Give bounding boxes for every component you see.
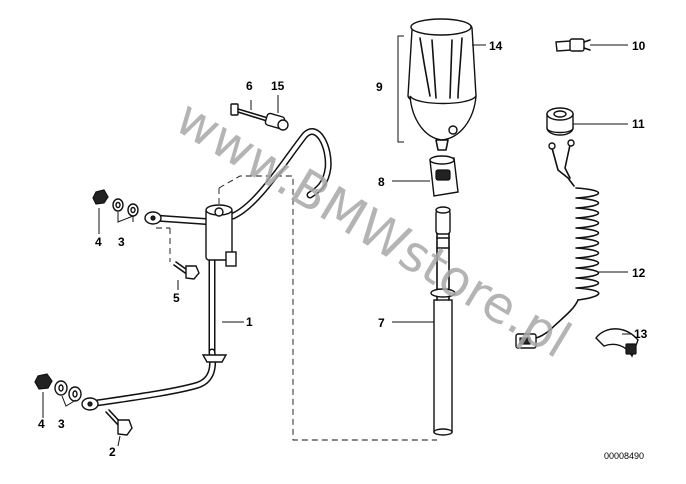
callout-15: 15 <box>271 79 285 93</box>
callout-3-lower: 3 <box>58 417 65 431</box>
callout-labels: 1 2 3 3 4 4 5 6 7 8 9 10 11 12 13 14 15 <box>38 39 648 459</box>
callout-2: 2 <box>109 445 116 459</box>
hex-nut-upper <box>92 189 109 205</box>
hex-bolt-5 <box>173 261 200 280</box>
hex-nut-lower <box>34 373 53 390</box>
washer-lower-a <box>54 380 68 396</box>
leader-lines <box>42 44 632 447</box>
washer-upper-a <box>112 198 124 212</box>
callout-14: 14 <box>489 39 503 53</box>
document-number: 00008490 <box>604 451 644 461</box>
callout-7: 7 <box>378 316 385 330</box>
support-bracket <box>81 128 332 411</box>
callout-4-lower: 4 <box>38 417 45 431</box>
callout-5: 5 <box>173 291 180 305</box>
bulb-10 <box>555 38 591 52</box>
callout-11: 11 <box>632 117 645 131</box>
callout-6: 6 <box>246 79 253 93</box>
mast-rod <box>430 206 456 436</box>
callout-1: 1 <box>246 315 253 329</box>
callout-4-upper: 4 <box>95 235 102 249</box>
rotating-beacon <box>407 18 477 151</box>
washer-lower-b <box>68 386 82 402</box>
callout-13: 13 <box>634 327 648 341</box>
assembly-guide-lines <box>156 175 437 441</box>
callout-12: 12 <box>632 266 646 280</box>
hex-bolt-2 <box>105 409 133 436</box>
callout-3-upper: 3 <box>118 235 125 249</box>
beacon-assembly-bracket <box>397 35 404 143</box>
washer-upper-b <box>127 203 139 217</box>
callout-8: 8 <box>378 175 385 189</box>
rubber-grommet-11 <box>546 107 574 136</box>
cable-clip-13 <box>595 328 639 358</box>
mast-holder <box>429 155 459 197</box>
hex-bolt-6 <box>230 103 269 122</box>
callout-9: 9 <box>376 80 383 94</box>
spiral-cable-12 <box>515 139 600 349</box>
spacer-sleeve-15 <box>264 112 289 131</box>
callout-10: 10 <box>632 39 646 53</box>
